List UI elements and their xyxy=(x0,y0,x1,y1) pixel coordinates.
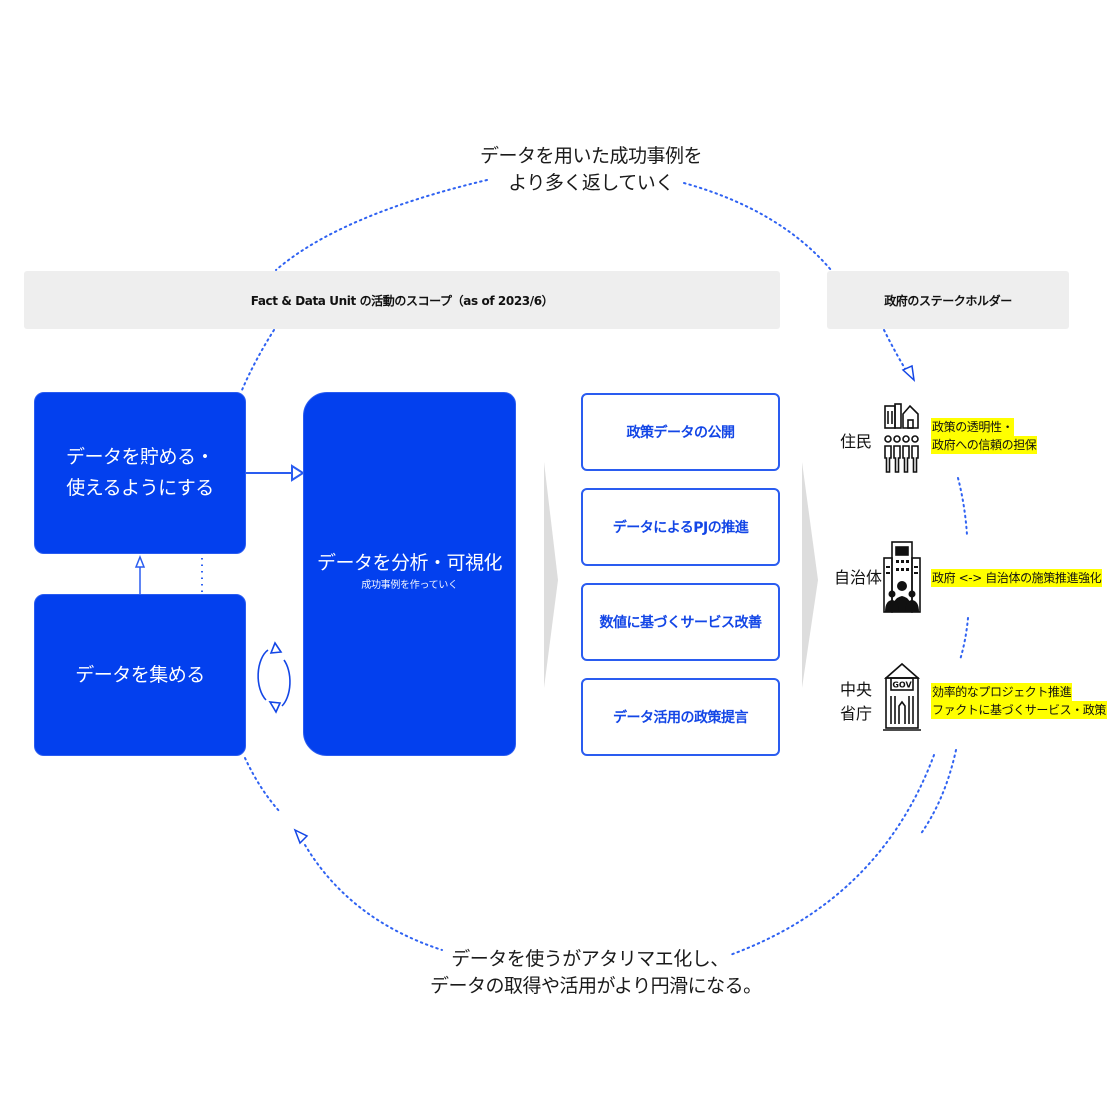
stakeholder-ministries-name-line2: 省庁 xyxy=(839,704,872,723)
activity-collect-label: データを集める xyxy=(75,663,205,686)
stakeholder-municipality-name: 自治体 xyxy=(834,568,883,587)
stakeholder-ministries-name-line1: 中央 xyxy=(839,680,872,699)
arrow-head-collect-to-store xyxy=(134,554,146,568)
refresh-cycle-icon xyxy=(257,641,291,714)
stakeholder-residents-note: 政府への信頼の担保 xyxy=(931,436,1038,454)
cycle-arc-bottom-left xyxy=(244,757,443,951)
activity-analyze-box: データを分析・可視化 成功事例を作っていく xyxy=(303,392,516,756)
outcome-box: データ活用の政策提言 xyxy=(581,678,780,756)
activity-store-line1: データを貯める・ xyxy=(65,446,215,468)
outcome-box: 数値に基づくサービス改善 xyxy=(581,583,780,661)
activity-analyze-label: データを分析・可視化 xyxy=(316,551,503,574)
stakeholder-residents-notes: 政策の透明性・ 政府への信頼の担保 xyxy=(931,418,1038,454)
cycle-arc-right xyxy=(919,477,969,836)
government-building-icon: GOV xyxy=(883,662,921,731)
stakeholder-municipality-notes: 政府 <-> 自治体の施策推進強化 xyxy=(931,569,1103,587)
cycle-arc-to-stakeholders xyxy=(883,329,908,373)
stakeholder-ministries-note: ファクトに基づくサービス・政策 xyxy=(931,701,1108,719)
chevron-arrow-left xyxy=(544,462,558,688)
stakeholder-ministries-note: 効率的なプロジェクト推進 xyxy=(931,683,1073,701)
stakeholder-ministries-notes: 効率的なプロジェクト推進 ファクトに基づくサービス・政策 xyxy=(931,683,1108,719)
cycle-arc-bottom-right xyxy=(729,754,935,956)
municipality-icon xyxy=(883,541,921,613)
stakeholder-residents-note: 政策の透明性・ xyxy=(931,418,1015,436)
cycle-caption-top: データを用いた成功事例を より多く返していく xyxy=(446,143,736,197)
arrow-head-store-to-analyze xyxy=(291,464,305,482)
stakeholder-ministries-name: 中央 省庁 xyxy=(838,678,874,726)
stakeholder-municipality-note: 政府 <-> 自治体の施策推進強化 xyxy=(931,569,1103,587)
chevron-arrow-right xyxy=(802,462,818,688)
arrow-head-bottom-left xyxy=(293,828,309,845)
activity-analyze-sublabel: 成功事例を作っていく xyxy=(361,579,458,591)
outcome-box: 政策データの公開 xyxy=(581,393,780,471)
scope-header: Fact & Data Unit の活動のスコープ（as of 2023/6） xyxy=(24,271,780,329)
arrow-head-to-stakeholders xyxy=(901,364,916,382)
cycle-caption-top-line2: より多く返していく xyxy=(508,172,674,194)
activity-store-box: データを貯める・ 使えるようにする xyxy=(34,392,246,554)
activity-store-line2: 使えるようにする xyxy=(66,477,214,499)
residents-icon xyxy=(884,403,919,473)
cycle-caption-top-line1: データを用いた成功事例を xyxy=(479,145,703,167)
gov-icon-text: GOV xyxy=(892,681,912,690)
stakeholder-residents-name: 住民 xyxy=(839,432,872,451)
outcome-box: データによるPJの推進 xyxy=(581,488,780,566)
cycle-caption-bottom-line2: データの取得や活用がより円滑になる。 xyxy=(430,975,762,997)
cycle-caption-bottom: データを使うがアタリマエ化し、 データの取得や活用がより円滑になる。 xyxy=(430,946,762,1000)
stakeholder-header: 政府のステークホルダー xyxy=(827,271,1069,329)
cycle-caption-bottom-line1: データを使うがアタリマエ化し、 xyxy=(451,948,729,970)
activity-collect-box: データを集める xyxy=(34,594,246,756)
